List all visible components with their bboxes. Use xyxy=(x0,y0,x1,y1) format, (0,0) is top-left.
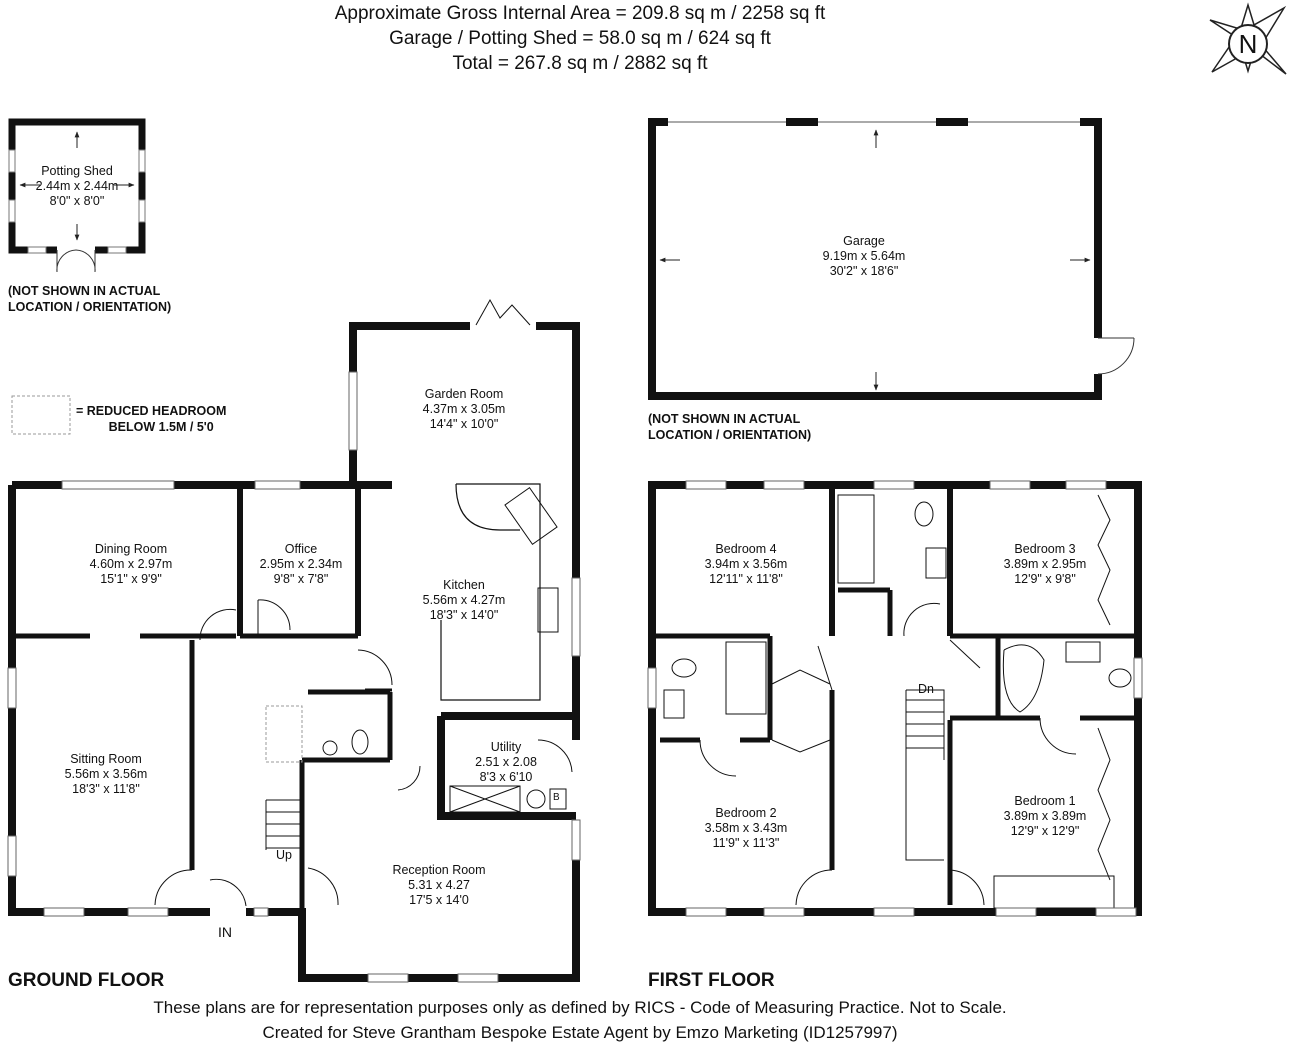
credit-line: Created for Steve Grantham Bespoke Estat… xyxy=(262,1023,898,1042)
entrance-label: IN xyxy=(218,924,232,940)
area-line-3: Total = 267.8 sq m / 2882 sq ft xyxy=(452,53,708,74)
stairs-down-label: Dn xyxy=(918,682,934,696)
first-floor-internal-walls xyxy=(652,485,1138,909)
area-line-1: Approximate Gross Internal Area = 209.8 … xyxy=(334,3,826,24)
reduced-headroom-legend-box xyxy=(11,395,71,435)
first-floor-windows xyxy=(647,480,1143,917)
ground-floor-windows xyxy=(7,371,581,983)
stairs-up-label: Up xyxy=(276,848,292,862)
disclaimer-line: These plans are for representation purpo… xyxy=(153,998,1007,1017)
compass-label: N xyxy=(1238,29,1258,59)
ground-floor-internal-walls xyxy=(12,298,573,912)
first-floor-title: FIRST FLOOR xyxy=(648,970,775,991)
garage-plan xyxy=(648,118,1135,400)
boiler-label: B xyxy=(553,792,560,803)
ground-floor-title: GROUND FLOOR xyxy=(8,970,165,991)
area-line-2: Garage / Potting Shed = 58.0 sq m / 624 … xyxy=(389,28,771,49)
north-compass-icon xyxy=(1209,2,1287,75)
potting-shed-plan xyxy=(8,118,146,273)
first-floor-plan xyxy=(648,481,1142,916)
potting-shed-label: Potting Shed 2.44m x 2.44m 8'0" x 8'0" xyxy=(35,164,119,208)
